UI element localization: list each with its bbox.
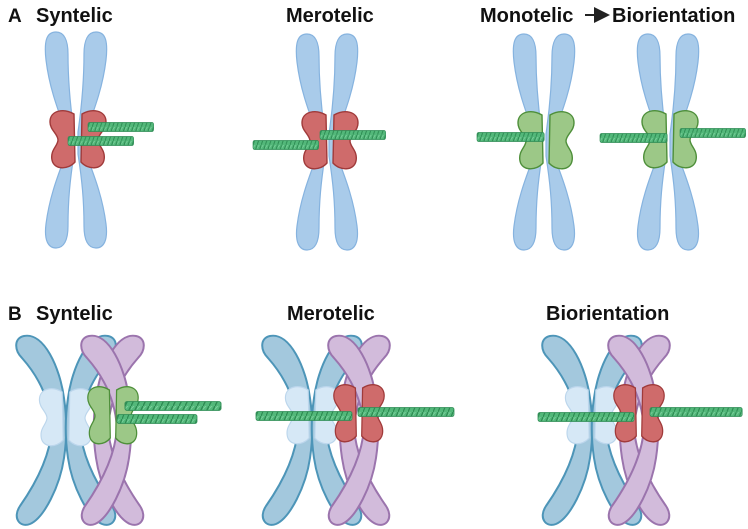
panel-a-syntelic-diagram [44,31,155,249]
microtubule [116,414,198,424]
microtubule [87,122,155,132]
microtubule [319,130,387,140]
microtubule [537,412,635,422]
microtubule [67,136,135,146]
panel-b-merotelic-diagram [255,334,455,526]
panel-a-monotelic-title: Monotelic [480,5,573,27]
panel-a-merotelic-title: Merotelic [286,5,374,27]
panel-b-merotelic-title: Merotelic [287,303,375,325]
microtubule [255,411,353,421]
panel-b-biorientation-title: Biorientation [546,303,669,325]
microtubule [476,132,545,142]
panel-b-biorientation-diagram [537,334,743,526]
microtubule [649,407,743,417]
microtubule [599,133,668,143]
panel-a-letter: A [8,6,22,27]
microtubule [124,401,222,411]
panel-b-letter: B [8,304,22,325]
panel-b-syntelic-title: Syntelic [36,303,113,325]
panel-a-monotelic-diagram [476,33,576,251]
panel-a-biorientation-title: Biorientation [612,5,735,27]
panel-a-merotelic-diagram [252,33,387,251]
panel-b-syntelic-diagram [15,334,222,526]
panel-a-syntelic-title: Syntelic [36,5,113,27]
microtubule [357,407,455,417]
microtubule [252,140,320,150]
panel-a-biorientation-diagram [599,33,746,251]
microtubule [679,128,746,138]
